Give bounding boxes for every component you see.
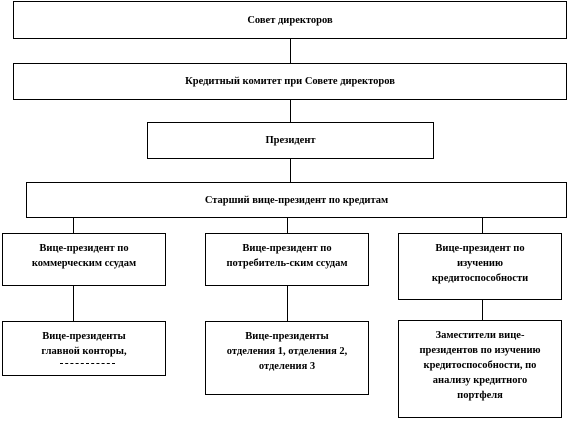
connector-president-senior-vp bbox=[290, 158, 291, 182]
credit-committee-box: Кредитный комитет при Совете директоров bbox=[13, 63, 567, 100]
vp-commercial-loans-label: Вице-президент по коммерческим ссудам bbox=[31, 243, 137, 269]
vp-creditworthiness-box: Вице-президент по изучению кредитоспособ… bbox=[398, 233, 562, 300]
connector-senior-vp-credit bbox=[482, 217, 483, 233]
vps-branches-label: Вице-президенты отделения 1, отделения 2… bbox=[226, 331, 348, 372]
connector-board-committee bbox=[290, 39, 291, 63]
vps-branches-box: Вице-президенты отделения 1, отделения 2… bbox=[205, 321, 369, 395]
connector-senior-vp-commercial bbox=[73, 217, 74, 233]
vp-consumer-loans-box: Вице-президент по потребитель-ским ссуда… bbox=[205, 233, 369, 286]
connector-consumer-branches bbox=[287, 285, 288, 321]
vps-head-office-label: Вице-президенты главной конторы, bbox=[41, 331, 127, 357]
board-of-directors-label: Совет директоров bbox=[247, 14, 333, 26]
president-label: Президент bbox=[265, 135, 316, 146]
senior-vp-credit-box: Старший вице-президент по кредитам bbox=[26, 182, 567, 218]
connector-commercial-head-office bbox=[73, 285, 74, 321]
connector-credit-deputies bbox=[482, 299, 483, 320]
president-box: Президент bbox=[147, 122, 434, 159]
connector-committee-president bbox=[290, 99, 291, 122]
vp-creditworthiness-label: Вице-президент по изучению кредитоспособ… bbox=[431, 243, 529, 284]
vp-consumer-loans-label: Вице-президент по потребитель-ским ссуда… bbox=[226, 243, 348, 269]
vp-deputies-label: Заместители вице- президентов по изучени… bbox=[419, 330, 541, 401]
head-office-blank-line bbox=[60, 363, 115, 364]
connector-senior-vp-consumer bbox=[287, 217, 288, 233]
senior-vp-credit-label: Старший вице-президент по кредитам bbox=[204, 194, 389, 206]
board-of-directors-box: Совет директоров bbox=[13, 1, 567, 39]
vp-deputies-box: Заместители вице- президентов по изучени… bbox=[398, 320, 562, 418]
credit-committee-label: Кредитный комитет при Совете директоров bbox=[185, 76, 395, 87]
vps-head-office-box: Вице-президенты главной конторы, bbox=[2, 321, 166, 376]
vp-commercial-loans-box: Вице-президент по коммерческим ссудам bbox=[2, 233, 166, 286]
